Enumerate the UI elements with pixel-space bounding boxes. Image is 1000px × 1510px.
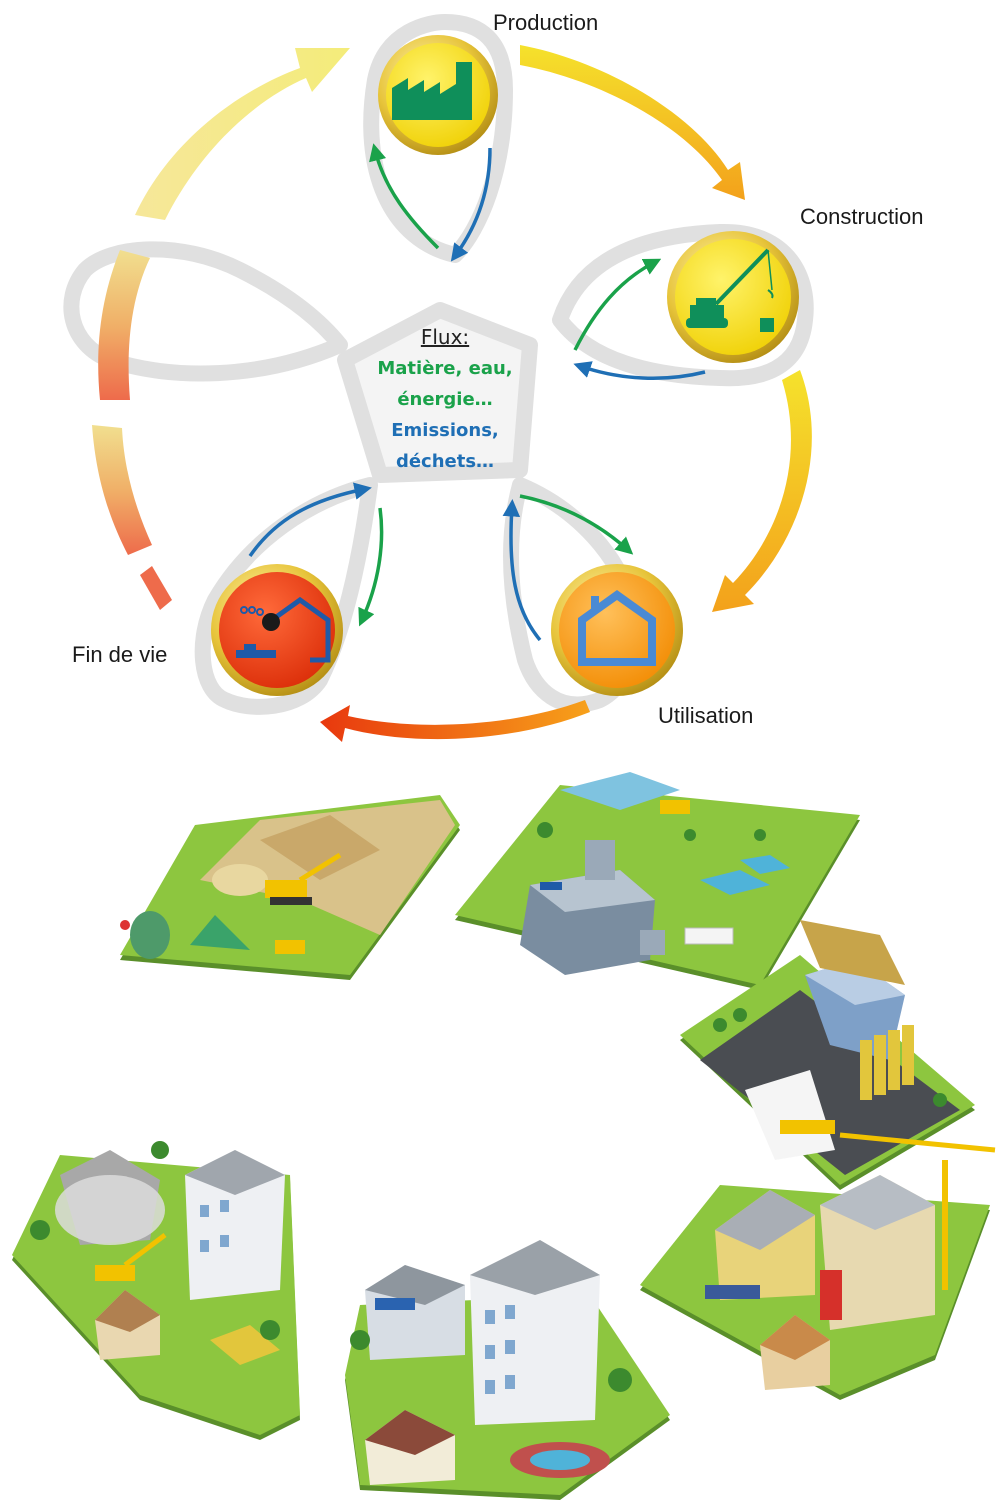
quarry-scene xyxy=(120,795,460,980)
crane-icon xyxy=(686,248,774,332)
construction-stage-icon xyxy=(667,231,799,363)
demolition-scene xyxy=(12,1141,300,1440)
flux-title: Flux: xyxy=(420,325,470,349)
utilisation-label: Utilisation xyxy=(658,703,754,728)
utilisation-stage-icon xyxy=(551,564,683,696)
warehouse-scene xyxy=(680,920,975,1190)
production-stage-icon xyxy=(378,35,498,155)
grey-flower-ring xyxy=(63,14,814,715)
factory-scene xyxy=(455,772,860,990)
flux-arrows xyxy=(248,143,706,642)
town-scene xyxy=(345,1240,670,1500)
life-cycle-diagram xyxy=(63,14,814,742)
flux-inputs-line2: énergie… xyxy=(397,389,493,410)
isometric-illustration xyxy=(12,772,996,1500)
factory-icon xyxy=(392,62,472,120)
construction-label: Construction xyxy=(800,204,924,229)
cycle-arrows xyxy=(92,45,812,742)
demolition-icon xyxy=(236,596,331,663)
flux-outputs-line2: déchets… xyxy=(395,451,495,472)
flux-center-text: Flux: Matière, eau, énergie… Emissions, … xyxy=(355,322,535,477)
fin-de-vie-label: Fin de vie xyxy=(72,642,168,667)
building-site-scene xyxy=(640,1132,996,1400)
production-label: Production xyxy=(493,10,599,35)
fin-de-vie-stage-icon xyxy=(211,564,343,696)
flux-inputs-line1: Matière, eau, xyxy=(377,358,513,379)
flux-outputs-line1: Emissions, xyxy=(391,420,499,441)
